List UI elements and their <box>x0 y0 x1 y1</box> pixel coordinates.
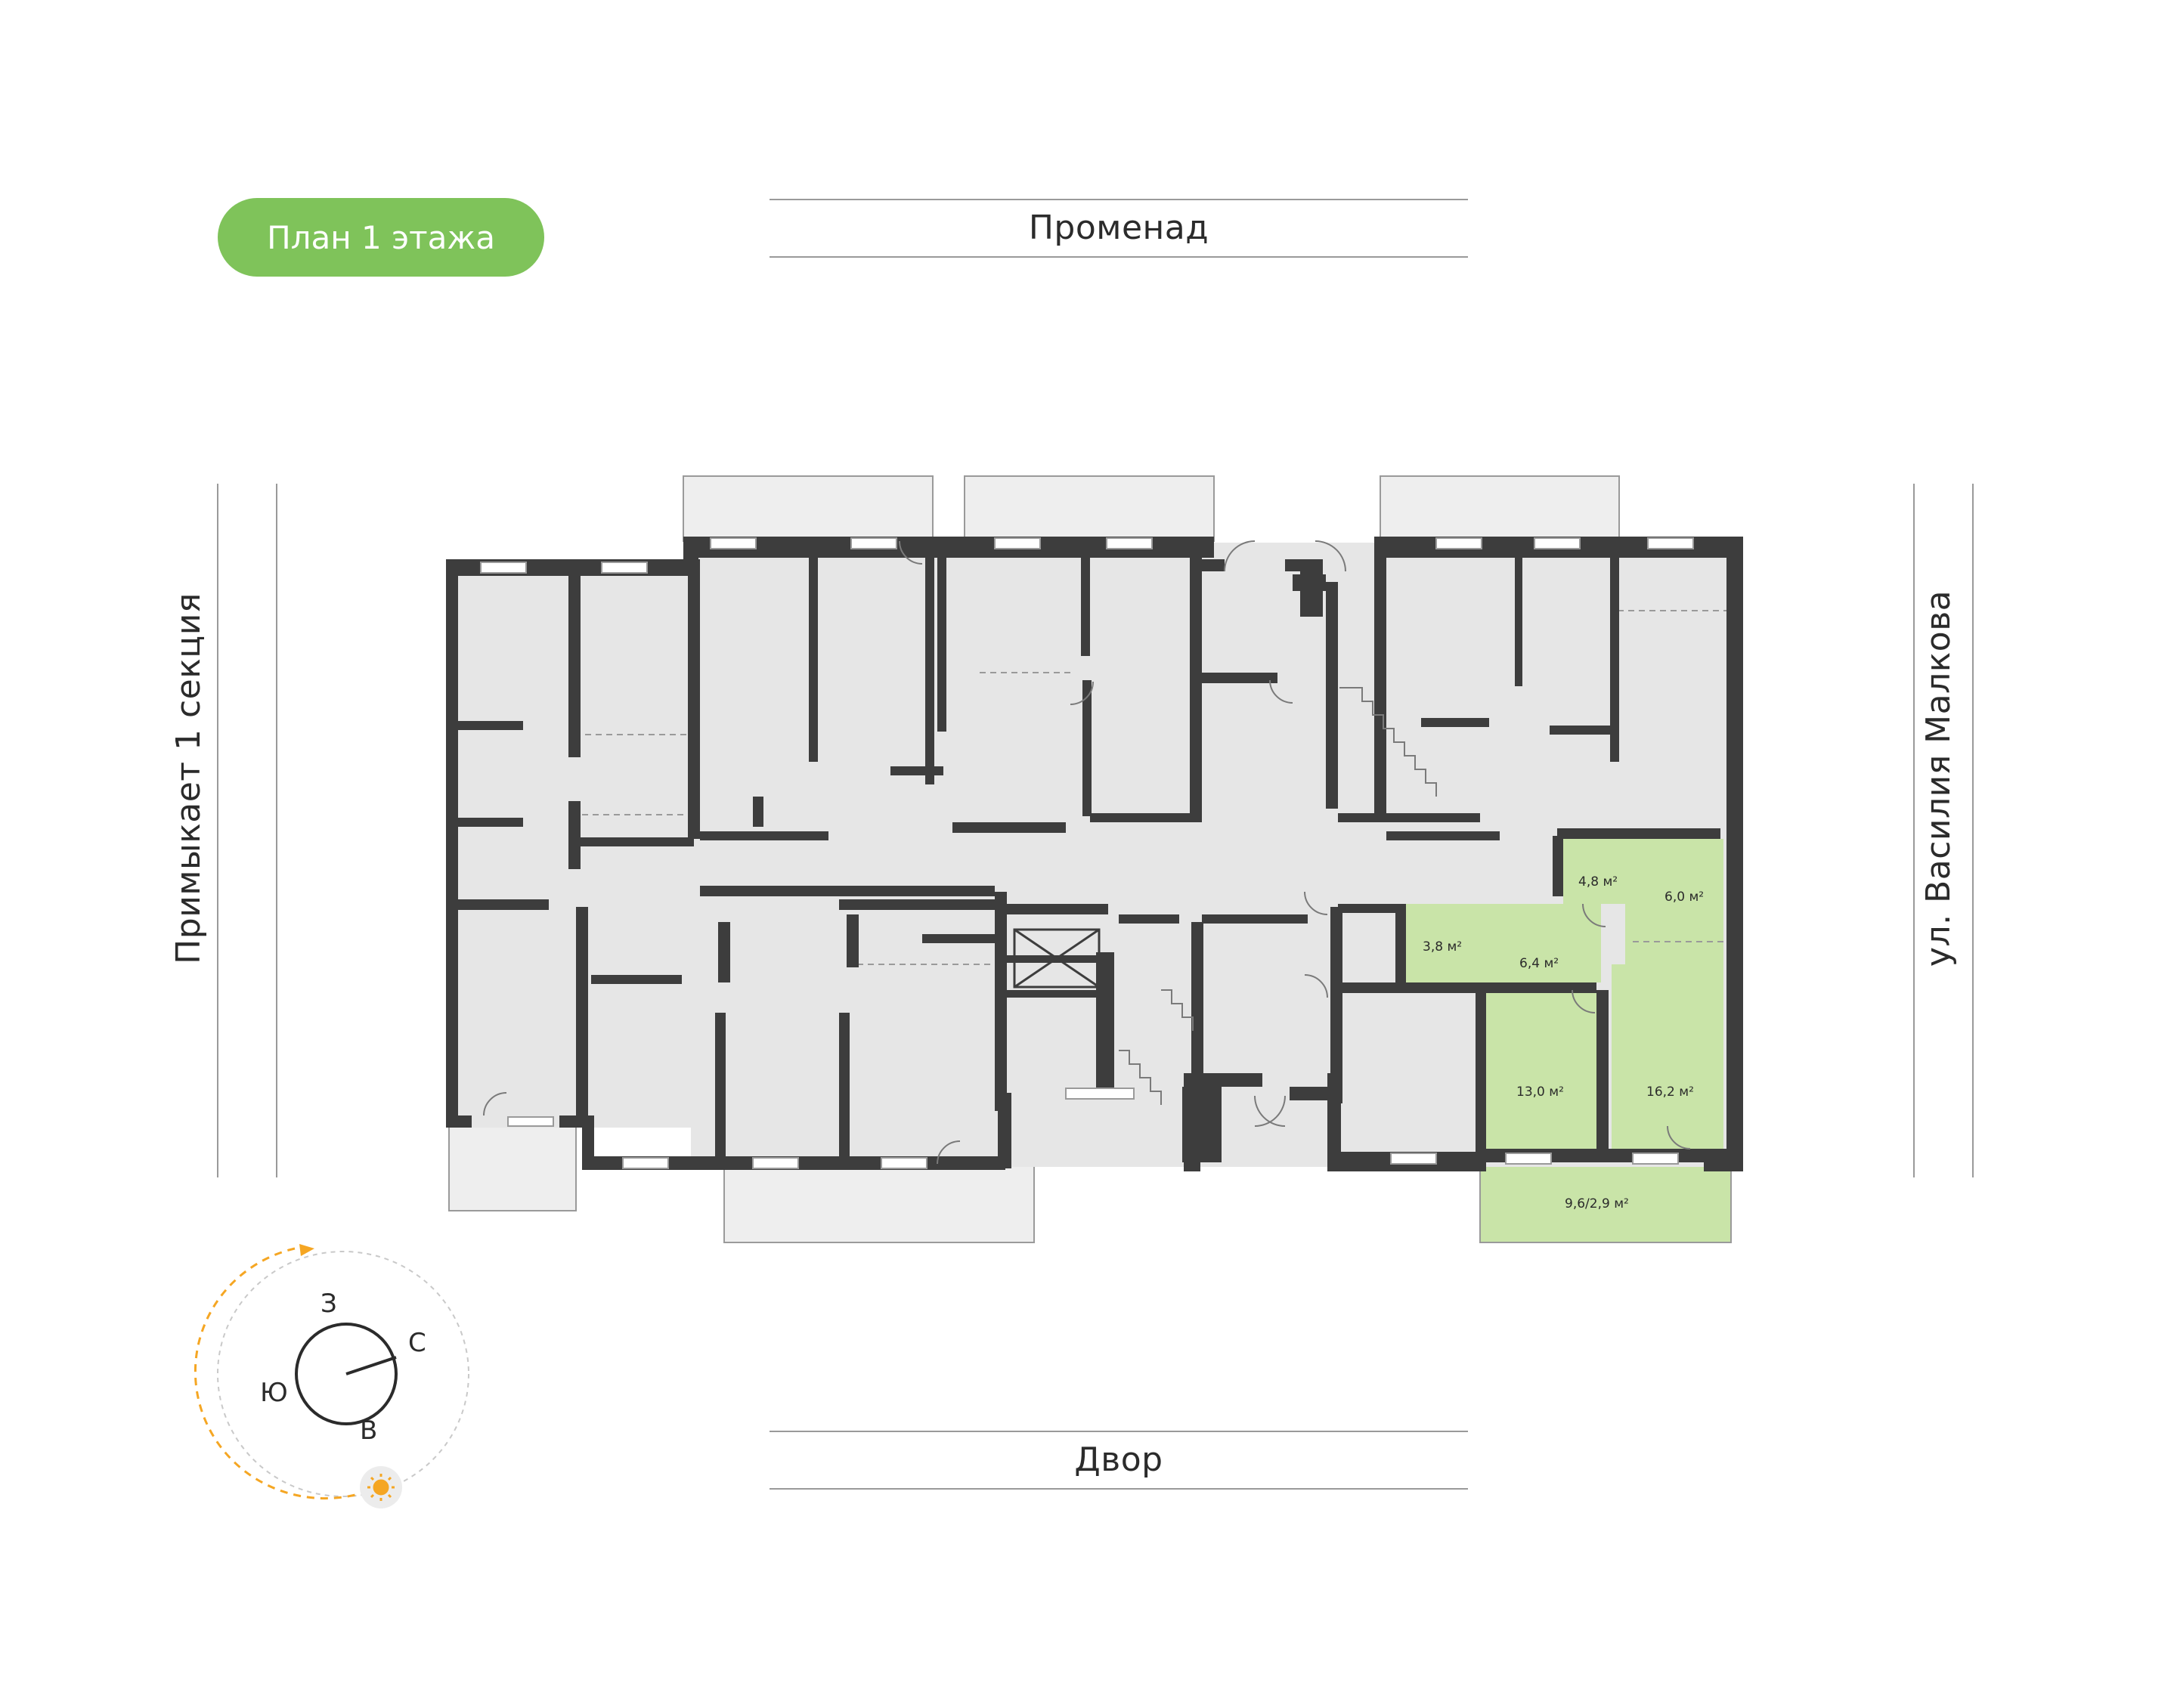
door-swings <box>483 540 1691 1165</box>
balcony-top-3 <box>1380 475 1620 542</box>
room-3-8 <box>1404 904 1480 982</box>
compass-east: В <box>360 1416 377 1446</box>
area-labels: 3,8 м² 4,8 м² 6,0 м² 6,4 м² 13,0 м² 16,2… <box>1423 874 1704 1211</box>
area-label-16-2: 16,2 м² <box>1646 1085 1694 1100</box>
area-label-balcony: 9,6/2,9 м² <box>1565 1196 1629 1211</box>
area-label-6-4: 6,4 м² <box>1519 956 1559 971</box>
street-guide-lines <box>217 199 1974 1490</box>
balcony-bottom-left <box>448 1125 577 1211</box>
windows <box>480 537 1694 1169</box>
sun-icon <box>367 1474 395 1501</box>
area-label-4-8: 4,8 м² <box>1578 874 1618 890</box>
compass-west: З <box>321 1289 337 1319</box>
dashed-separators <box>574 610 1731 965</box>
area-label-13-0: 13,0 м² <box>1516 1085 1564 1100</box>
balcony-highlighted <box>1479 1160 1732 1243</box>
balcony-top-1 <box>683 475 934 542</box>
street-label-bottom: Двор <box>1074 1440 1163 1479</box>
sun-path-arrow-icon <box>299 1244 314 1256</box>
compass-north: С <box>408 1328 426 1358</box>
walls <box>446 537 1743 1171</box>
area-label-3-8: 3,8 м² <box>1423 939 1462 955</box>
balcony-top-2 <box>964 475 1215 542</box>
compass-south: Ю <box>260 1378 288 1408</box>
highlighted-apartment <box>1404 839 1723 1159</box>
compass-needle <box>345 1356 397 1375</box>
floor-plan-title-badge: План 1 этажа <box>218 198 544 277</box>
elevator-shaft <box>1013 928 1101 989</box>
stairs <box>1119 687 1437 1105</box>
area-label-6-0: 6,0 м² <box>1664 890 1704 905</box>
balconies <box>448 475 1620 1243</box>
street-label-top: Променад <box>1028 209 1209 247</box>
compass-diagram: З С Ю В <box>194 1244 469 1508</box>
balcony-bottom-mid <box>723 1160 1035 1243</box>
